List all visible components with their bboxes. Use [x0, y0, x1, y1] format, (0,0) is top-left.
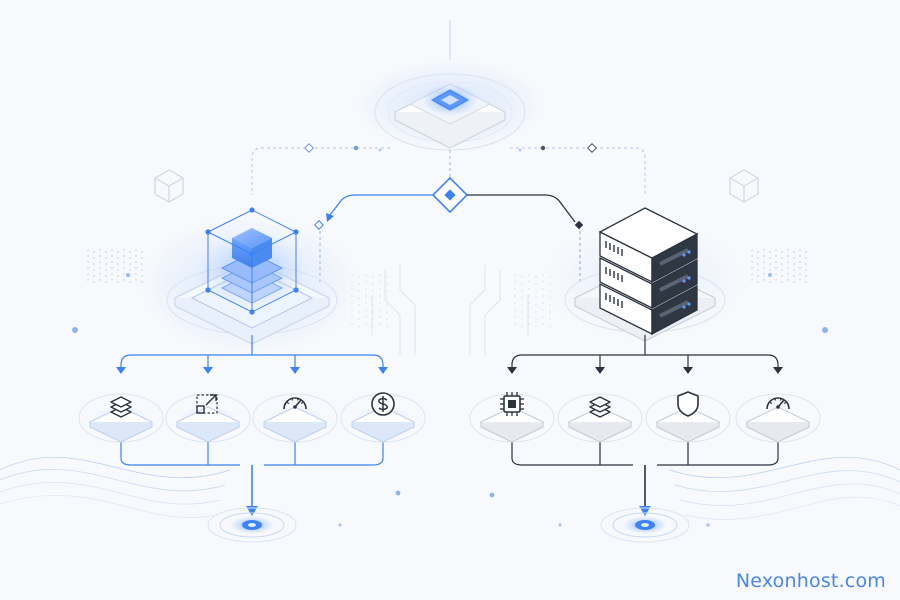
layers-stack-icon: [589, 396, 611, 418]
feature-tile[interactable]: [78, 393, 164, 443]
speedometer-icon: [766, 397, 790, 410]
server-unit: [599, 256, 698, 310]
decorative-circuit-traces: [371, 265, 529, 355]
top-connectors: [251, 147, 646, 195]
cloud-cube-icon: [197, 207, 307, 315]
brand-watermark: Nexonhost.com: [735, 570, 886, 592]
server-rack-icon: [598, 207, 699, 336]
arrow-head: [326, 213, 334, 222]
blue-target-output-icon: [207, 507, 297, 543]
feature-tile[interactable]: [735, 393, 821, 443]
server-unit: [599, 282, 698, 336]
server-unit: [599, 230, 698, 284]
blue-target-output-icon: [600, 507, 690, 543]
decorative-particles: [72, 148, 828, 527]
resize-scale-icon: [196, 394, 218, 414]
left-branch-node[interactable]: [166, 207, 338, 345]
feature-tile[interactable]: [557, 393, 643, 443]
right-output-node[interactable]: [600, 507, 690, 543]
speedometer-icon: [283, 397, 307, 410]
right-feature-bus: [511, 335, 779, 508]
floating-cube-icon: [154, 169, 184, 203]
right-branch-node[interactable]: [564, 207, 726, 342]
connector-dots: [574, 220, 584, 230]
right-feature-row: [469, 391, 821, 443]
layers-stack-icon: [110, 396, 132, 418]
feature-tile[interactable]: [252, 393, 338, 443]
floating-cube-icon: [729, 169, 759, 203]
diamond-junction-icon: [431, 176, 469, 214]
left-feature-row: [78, 392, 426, 443]
top-node[interactable]: [374, 20, 526, 151]
connector-dots: [314, 220, 324, 230]
decorative-wave-lines: [0, 456, 900, 520]
feature-tile[interactable]: [645, 391, 731, 443]
cpu-chip-icon: [500, 392, 524, 416]
left-output-node[interactable]: [207, 507, 297, 543]
glowing-chip-platform-icon: [422, 84, 478, 116]
feature-tile[interactable]: [469, 392, 555, 443]
router-node[interactable]: [431, 176, 469, 214]
dollar-coin-icon: [371, 392, 395, 416]
feature-tile[interactable]: [340, 392, 426, 443]
left-feature-bus: [120, 335, 384, 508]
router-connectors: [319, 194, 581, 285]
connector-dots: [304, 143, 597, 153]
shield-icon: [677, 391, 699, 417]
feature-tile[interactable]: [165, 393, 251, 443]
